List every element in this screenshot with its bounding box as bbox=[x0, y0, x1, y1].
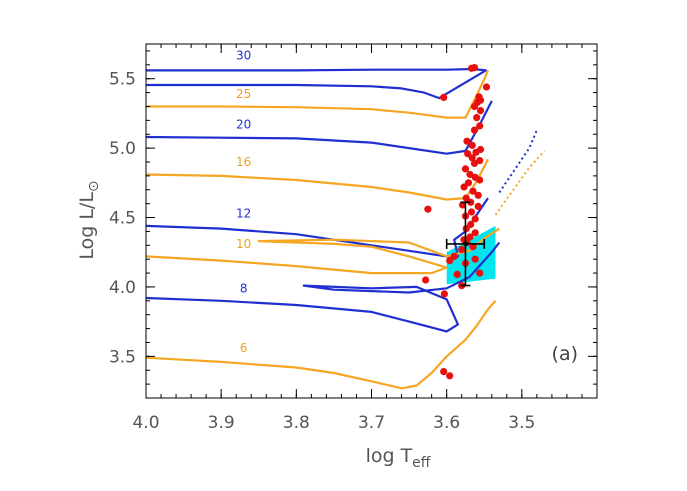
star-point-3 bbox=[482, 83, 491, 91]
star-point-44 bbox=[471, 255, 479, 263]
mass-label-10: 10 bbox=[236, 237, 251, 251]
star-point-10 bbox=[476, 122, 484, 130]
x-tick-label: 3.8 bbox=[283, 413, 310, 433]
star-point-26 bbox=[469, 187, 477, 195]
x-tick-label: 3.5 bbox=[508, 413, 535, 433]
y-tick-label: 4.0 bbox=[109, 278, 136, 298]
mass-labels-layer: 30 25 20 16 12 10 8 6 bbox=[236, 48, 251, 355]
star-point-32 bbox=[467, 208, 476, 216]
plot-frame bbox=[145, 43, 598, 399]
star-point-15 bbox=[472, 148, 480, 156]
mass-label-30: 30 bbox=[236, 48, 251, 62]
error-bar-layer bbox=[445, 201, 486, 287]
track-12-line bbox=[146, 197, 489, 258]
star-point-47 bbox=[476, 269, 484, 277]
mass-label-25: 25 bbox=[236, 87, 251, 101]
track-25-line bbox=[146, 69, 490, 119]
star-point-2 bbox=[440, 93, 448, 101]
star-point-11 bbox=[470, 126, 479, 134]
track-10-line bbox=[146, 227, 500, 275]
star-point-42 bbox=[458, 245, 466, 254]
star-point-51 bbox=[424, 205, 432, 213]
star-point-43 bbox=[450, 252, 458, 260]
star-point-54 bbox=[446, 372, 454, 380]
star-point-38 bbox=[466, 233, 474, 241]
star-point-53 bbox=[440, 368, 448, 376]
star-point-50 bbox=[440, 290, 448, 298]
star-point-9 bbox=[473, 114, 481, 122]
mass-label-8: 8 bbox=[240, 282, 248, 296]
star-point-24 bbox=[464, 179, 473, 187]
x-tick-label: 3.7 bbox=[358, 413, 385, 433]
y-axis-title: Log L/L⊙ bbox=[76, 180, 102, 259]
tracks-layer bbox=[146, 67, 546, 390]
star-point-28 bbox=[462, 194, 470, 202]
star-point-25 bbox=[460, 183, 468, 191]
star-point-12 bbox=[463, 137, 471, 145]
star-point-48 bbox=[453, 270, 461, 278]
star-point-31 bbox=[474, 202, 482, 210]
star-point-7 bbox=[470, 102, 479, 111]
track-16-line bbox=[146, 158, 489, 201]
mass-label-16: 16 bbox=[236, 155, 251, 169]
star-point-1 bbox=[470, 64, 479, 72]
error-bar-center bbox=[462, 241, 468, 247]
star-point-8 bbox=[476, 107, 485, 115]
star-point-34 bbox=[471, 215, 479, 223]
star-point-29 bbox=[467, 198, 475, 206]
dotted-extension-1 bbox=[494, 150, 546, 216]
ticks-layer: 4.0 3.9 3.8 3.7 3.6 3.5 3.5 4.0 4.5 5.0 5.5 bbox=[109, 44, 598, 433]
star-point-27 bbox=[474, 191, 482, 199]
y-tick-label: 4.5 bbox=[109, 209, 136, 229]
stars-layer bbox=[422, 64, 491, 380]
x-tick-label: 4.0 bbox=[132, 413, 159, 433]
x-axis-title: log Teff bbox=[366, 445, 431, 471]
x-tick-label: 3.9 bbox=[208, 413, 235, 433]
star-point-52 bbox=[422, 276, 430, 284]
y-tick-label: 5.0 bbox=[109, 139, 136, 159]
y-tick-label: 3.5 bbox=[109, 347, 136, 367]
star-point-23 bbox=[476, 176, 484, 184]
star-point-19 bbox=[470, 159, 479, 167]
star-point-30 bbox=[458, 201, 467, 209]
star-point-20 bbox=[461, 165, 470, 173]
x-tick-label: 3.6 bbox=[433, 413, 460, 433]
y-tick-label: 5.5 bbox=[109, 70, 136, 90]
mass-label-6: 6 bbox=[240, 341, 248, 355]
track-6-line bbox=[146, 300, 497, 390]
mass-label-12: 12 bbox=[236, 207, 251, 221]
dotted-extension-0 bbox=[498, 129, 538, 194]
star-point-37 bbox=[471, 229, 479, 237]
star-point-17 bbox=[468, 154, 476, 162]
mass-label-20: 20 bbox=[236, 118, 251, 132]
track-8-line bbox=[146, 241, 501, 333]
star-point-45 bbox=[446, 257, 454, 265]
panel-label: (a) bbox=[552, 343, 578, 365]
star-point-13 bbox=[468, 141, 476, 149]
star-point-41 bbox=[469, 243, 477, 251]
track-30-line bbox=[146, 67, 487, 100]
